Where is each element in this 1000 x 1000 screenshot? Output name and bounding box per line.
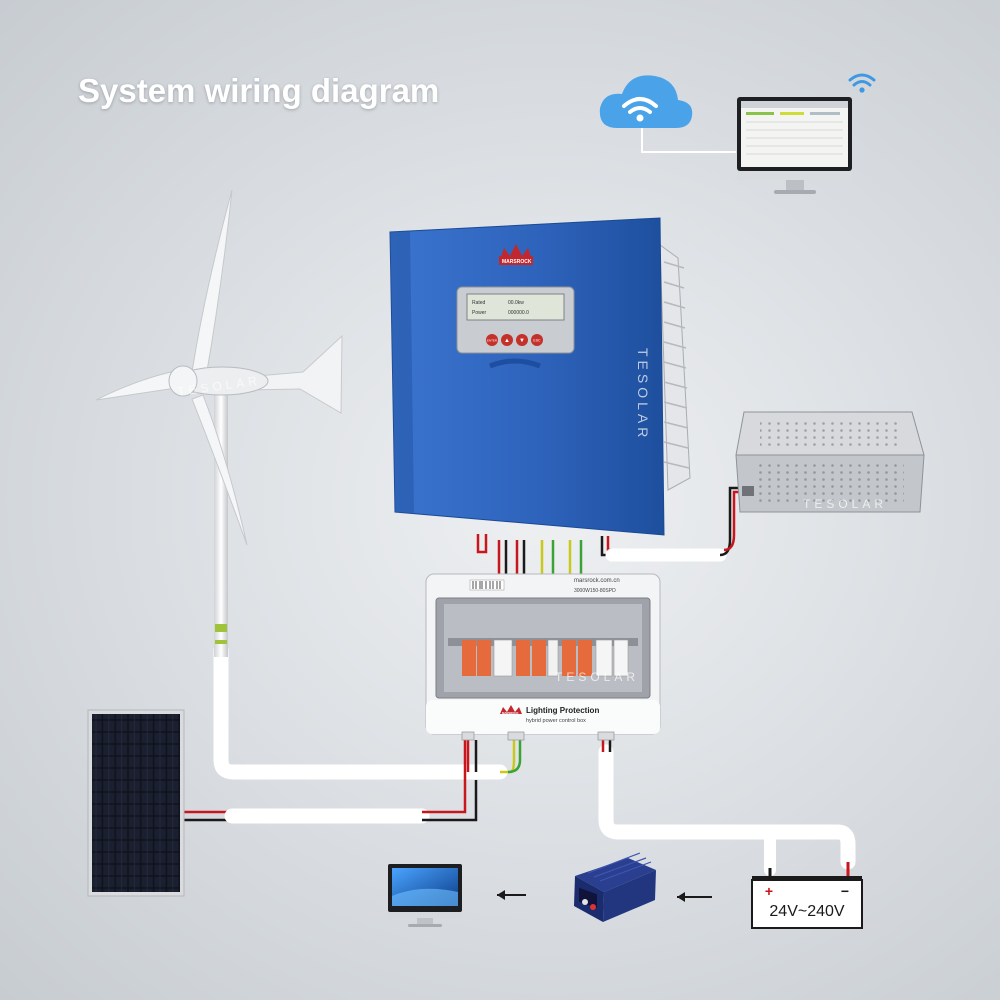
cloud-wifi-icon xyxy=(599,75,693,128)
down-button-label: ▼ xyxy=(519,338,525,344)
box-url: marsrock.com.cn xyxy=(574,578,620,584)
flow-arrows xyxy=(497,890,712,902)
lcd-line1-label: Rated xyxy=(472,300,486,306)
box-barcode xyxy=(469,579,505,591)
box-brand-text: MARSROCK xyxy=(502,711,518,715)
esc-button xyxy=(531,334,543,346)
circuit-breakers xyxy=(462,639,629,677)
monitoring-computer xyxy=(737,97,852,194)
controller-brand-text: MARSROCK xyxy=(502,259,532,265)
wiring xyxy=(182,126,856,880)
controller-body xyxy=(389,217,665,536)
wind-solar-controller xyxy=(389,217,691,536)
turbine-blade-3 xyxy=(191,394,248,546)
cloud-link-line xyxy=(641,126,736,153)
wind-turbine xyxy=(95,189,343,657)
controller-brand-logo xyxy=(499,244,533,265)
controller-output-wires xyxy=(476,534,583,574)
power-inverter xyxy=(574,852,656,922)
watermark-box: TESOLAR xyxy=(555,670,639,684)
dump-load-resistor xyxy=(735,411,925,513)
turbine-blade-2 xyxy=(95,369,181,401)
enter-button xyxy=(486,334,498,346)
lightning-protection-control-box xyxy=(425,573,661,741)
wifi-icon xyxy=(848,73,876,93)
box-brand-logo xyxy=(500,705,522,714)
ac-load-monitor xyxy=(388,864,462,927)
battery-voltage-label: 24V~240V xyxy=(769,903,845,920)
controller-lcd xyxy=(466,293,565,321)
turbine-blade-1 xyxy=(191,189,233,378)
turbine-hub xyxy=(168,365,198,397)
turbine-cable-conduit xyxy=(213,642,508,780)
box-subtitle: hybrid power control box xyxy=(526,718,586,724)
battery-plus-label: + xyxy=(765,883,773,899)
enter-button-label: ENTER xyxy=(487,339,498,343)
battery xyxy=(751,876,863,929)
lcd-line1-value: 00.0kw xyxy=(508,300,524,306)
battery-cable-conduit xyxy=(598,744,856,870)
watermark-dump-load: TESOLAR xyxy=(803,497,887,511)
box-model: 3000W150-80SPD xyxy=(574,588,616,594)
down-button xyxy=(516,334,528,346)
watermark-controller: TESOLAR xyxy=(635,348,651,441)
diagram-title: System wiring diagram xyxy=(78,72,440,109)
esc-button-label: ESC xyxy=(533,339,541,343)
turbine-green-wire xyxy=(507,738,522,774)
lcd-line2-label: Power xyxy=(472,310,487,316)
up-button-label: ▲ xyxy=(504,338,510,344)
up-button xyxy=(501,334,513,346)
solar-panel xyxy=(87,709,185,897)
box-title: Lighting Protection xyxy=(526,706,599,715)
battery-minus-label: − xyxy=(841,883,849,899)
lcd-line2-value: 000000.0 xyxy=(508,310,529,316)
controller-heatsink xyxy=(659,243,691,491)
